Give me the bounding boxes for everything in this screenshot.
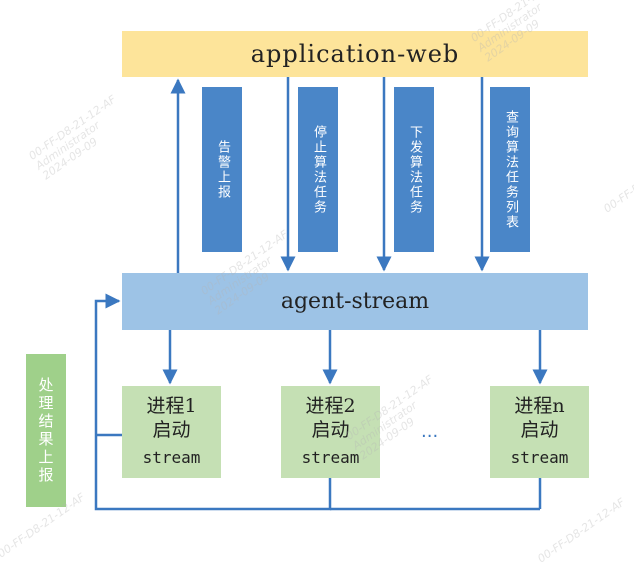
process-1-box: 进程1 启动 stream bbox=[122, 386, 221, 478]
action-alarm-report: 告警上报 bbox=[202, 87, 242, 252]
result-report-box: 处理结果上报 bbox=[26, 354, 66, 507]
process-2-action: 启动 bbox=[311, 419, 350, 441]
action-stop-task: 停止算法任务 bbox=[298, 87, 338, 252]
action-query-task-list: 查询算法任务列表 bbox=[490, 87, 530, 252]
action-stop-task-label: 停止算法任务 bbox=[311, 124, 326, 215]
action-dispatch-task-label: 下发算法任务 bbox=[407, 124, 422, 215]
more-processes-ellipsis: ... bbox=[421, 421, 439, 442]
feedback-loop-line bbox=[94, 293, 332, 511]
process-2-box: 进程2 启动 stream bbox=[281, 386, 380, 478]
application-web-box: application-web bbox=[122, 31, 588, 77]
process-n-stream: stream bbox=[510, 448, 569, 467]
action-alarm-report-label: 告警上报 bbox=[215, 139, 230, 200]
action-dispatch-task: 下发算法任务 bbox=[394, 87, 434, 252]
process-n-box: 进程n 启动 stream bbox=[490, 386, 589, 478]
agent-stream-label: agent-stream bbox=[280, 289, 430, 314]
process-1-name: 进程1 bbox=[146, 395, 197, 417]
process-1-action: 启动 bbox=[152, 419, 191, 441]
process-n-action: 启动 bbox=[520, 419, 559, 441]
process-1-stream: stream bbox=[142, 448, 201, 467]
action-query-task-list-label: 查询算法任务列表 bbox=[503, 109, 518, 230]
result-report-label: 处理结果上报 bbox=[36, 376, 55, 485]
application-web-label: application-web bbox=[250, 40, 460, 68]
process-n-name: 进程n bbox=[514, 395, 565, 417]
process-2-stream: stream bbox=[301, 448, 360, 467]
process-2-name: 进程2 bbox=[305, 395, 356, 417]
agent-stream-box: agent-stream bbox=[122, 273, 588, 330]
